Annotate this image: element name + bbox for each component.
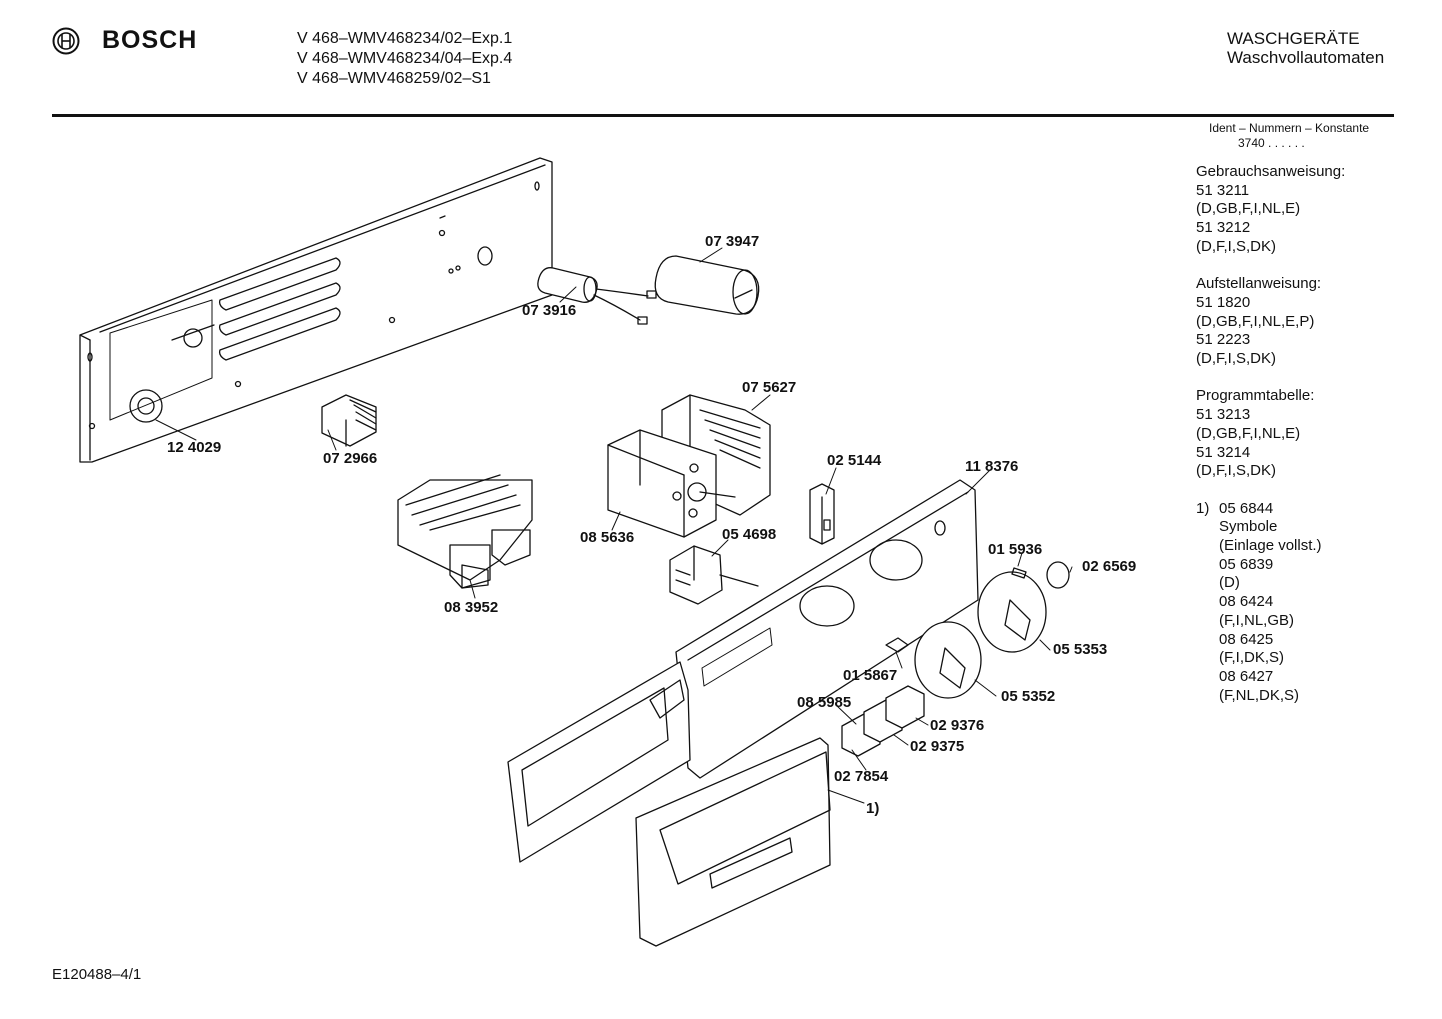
part-label-rear-panel: 12 4029: [167, 439, 222, 456]
part-label-button-cap-2: 02 9375: [910, 738, 965, 755]
leader-lines: [155, 247, 1073, 804]
part-label-detergent-drawer: 02 7854: [834, 768, 889, 785]
footnote-line: 08 6425: [1219, 630, 1274, 648]
footnote-line: Symbole: [1219, 518, 1278, 536]
document-title: Programmtabelle:: [1196, 387, 1315, 405]
relay-drawing: [321, 394, 377, 447]
document-line: (D,F,I,S,DK): [1196, 462, 1277, 480]
part-label-capacitor-small: 07 3916: [522, 302, 577, 319]
document-code: E120488–4/1: [52, 966, 142, 983]
brand-block: BOSCH: [52, 26, 197, 55]
footnote-line: (F,NL,DK,S): [1219, 686, 1300, 704]
brand-name: BOSCH: [102, 26, 198, 54]
footnote-line: (D): [1219, 574, 1240, 592]
part-label-screw: 01 5936: [988, 541, 1043, 558]
part-label-spring-clip: 01 5867: [843, 667, 898, 684]
part-label-control-panel: 11 8376: [965, 458, 1019, 475]
footnote-line: (F,I,NL,GB): [1219, 611, 1295, 629]
drawer-insert-drawing: [635, 737, 831, 947]
control-panel-drawing: [675, 479, 979, 779]
document-list: Gebrauchsanweisung: 51 3211 (D,GB,F,I,NL…: [1196, 163, 1436, 705]
document-line: (D,GB,F,I,NL,E): [1196, 424, 1301, 442]
model-line: V 468–WMV468234/04–Exp.4: [297, 50, 513, 67]
ident-value: 3740 . . . . . .: [1238, 136, 1305, 150]
part-label-knob-large: 05 5353: [1053, 641, 1108, 658]
model-line: V 468–WMV468259/02–S1: [297, 70, 491, 87]
document-line: 51 3213: [1196, 406, 1251, 424]
small-parts-drawing: [885, 561, 1070, 653]
footnote-line: (F,I,DK,S): [1219, 649, 1285, 667]
footnote: 1) 05 6844 Symbole (Einlage vollst.) 05 …: [1196, 500, 1436, 706]
footnote-line: 05 6844: [1219, 499, 1274, 517]
document-line: (D,F,I,S,DK): [1196, 237, 1277, 255]
category-block: WASCHGERÄTE Waschvollautomaten: [1227, 29, 1384, 67]
part-label-button: 08 5985: [797, 694, 852, 711]
part-label-button-cap: 02 9376: [930, 717, 985, 734]
document-section: Programmtabelle: 51 3213 (D,GB,F,I,NL,E)…: [1196, 387, 1436, 481]
document-title: Aufstellanweisung:: [1196, 275, 1322, 293]
document-line: 51 3211: [1196, 181, 1250, 199]
button-caps-drawing: [841, 685, 925, 757]
timer-motor-drawing: [607, 429, 736, 538]
part-label-relay: 07 2966: [323, 450, 378, 467]
footnote-line: 05 6839: [1219, 555, 1274, 573]
footnote-line: (Einlage vollst.): [1219, 537, 1322, 555]
bosch-armature-logo-icon: [52, 27, 80, 54]
part-label-rotary-switch: 05 4698: [722, 526, 777, 543]
document-line: 51 3212: [1196, 219, 1251, 237]
document-line: (D,F,I,S,DK): [1196, 350, 1277, 368]
document-title: Gebrauchsanweisung:: [1196, 163, 1346, 180]
rear-panel-drawing: [79, 157, 553, 463]
footnote-ref: 1): [1196, 499, 1210, 517]
part-label-programme-switch: 07 5627: [742, 379, 797, 396]
part-label-drawer-insert: 1): [866, 800, 880, 817]
document-line: (D,GB,F,I,NL,E,P): [1196, 312, 1315, 330]
rotary-switch-drawing: [669, 545, 759, 605]
footnote-line: 08 6424: [1219, 593, 1274, 611]
part-label-knob: 05 5352: [1001, 688, 1056, 705]
capacitor-small-drawing: [537, 267, 657, 325]
part-label-capacitor-large: 07 3947: [705, 233, 760, 250]
part-label-cap: 02 6569: [1082, 558, 1137, 575]
ident-label: Ident – Nummern – Konstante: [1209, 121, 1370, 135]
document-section: Gebrauchsanweisung: 51 3211 (D,GB,F,I,NL…: [1196, 163, 1436, 257]
document-section: Aufstellanweisung: 51 1820 (D,GB,F,I,NL,…: [1196, 275, 1436, 369]
capacitor-large-drawing: [654, 255, 760, 315]
ident-block: Ident – Nummern – Konstante 3740 . . . .…: [1209, 121, 1369, 151]
category-title: WASCHGERÄTE: [1227, 29, 1360, 48]
bracket-drawing: [809, 483, 835, 545]
footnote-lines: 05 6844 Symbole (Einlage vollst.) 05 683…: [1219, 500, 1322, 706]
model-list: V 468–WMV468234/02–Exp.1 V 468–WMV468234…: [297, 29, 512, 89]
footnote-line: 08 6427: [1219, 667, 1274, 685]
model-line: V 468–WMV468234/02–Exp.1: [297, 30, 513, 47]
knob-drawing: [914, 571, 1047, 699]
part-label-bracket: 02 5144: [827, 452, 882, 469]
document-line: (D,GB,F,I,NL,E): [1196, 200, 1301, 218]
push-button-switch-drawing: [397, 474, 533, 589]
part-label-push-button-switch: 08 3952: [444, 599, 499, 616]
detergent-drawer-drawing: [507, 661, 691, 863]
document-line: 51 3214: [1196, 443, 1251, 461]
document-line: 51 2223: [1196, 331, 1251, 349]
header-divider: [52, 114, 1394, 117]
part-label-timer-motor: 08 5636: [580, 529, 635, 546]
category-subtitle: Waschvollautomaten: [1227, 48, 1385, 67]
document-line: 51 1820: [1196, 293, 1251, 311]
